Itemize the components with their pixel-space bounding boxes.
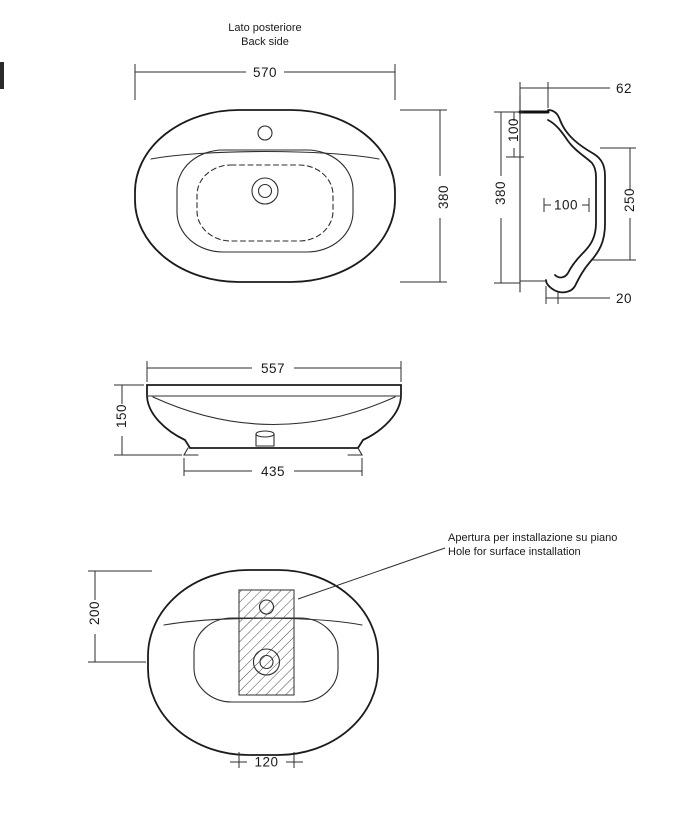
bowl-underside-curve (152, 396, 396, 425)
hole-annotation-it: Apertura per installazione su piano (448, 532, 617, 544)
dim-100-inner-label: 100 (554, 198, 578, 213)
dim-100-inner: 100 (543, 198, 590, 213)
dim-250-label: 250 (622, 188, 637, 212)
front-view: 557 150 435 (114, 361, 402, 479)
dim-570: 570 (134, 64, 396, 100)
bottom-view: 200 120 Apertura per installazione su pi… (87, 532, 617, 770)
back-side-label-it: Lato posteriore (228, 22, 301, 34)
dim-20-label: 20 (616, 291, 632, 306)
drain-fitting-top (255, 430, 275, 438)
drain-outer (251, 177, 279, 205)
top-view: 570 380 (134, 64, 451, 283)
deck-edge-line (150, 150, 380, 160)
back-side-label-en: Back side (241, 36, 289, 48)
faucet-hole (257, 125, 273, 141)
dim-100-upper: 100 (506, 112, 524, 158)
dim-120: 120 (230, 752, 303, 770)
installation-hole-hatch (238, 589, 295, 696)
drain-inner (257, 183, 273, 199)
bottom-outline (147, 569, 379, 756)
dim-62: 62 (519, 81, 632, 108)
dim-380-side-view: 380 (493, 111, 524, 284)
scan-artifact (0, 62, 4, 89)
dim-570-label: 570 (253, 65, 277, 80)
dim-20: 20 (545, 286, 632, 306)
dim-120-label: 120 (254, 755, 278, 770)
dim-150: 150 (114, 384, 182, 456)
dim-62-label: 62 (616, 81, 632, 96)
dim-435-label: 435 (261, 464, 285, 479)
dim-557-label: 557 (261, 361, 285, 376)
dim-200: 200 (87, 570, 152, 663)
dim-150-label: 150 (114, 404, 129, 428)
header-labels: Lato posteriore Back side (228, 22, 301, 48)
dim-100-upper-label: 100 (506, 118, 521, 142)
drain-fitting (255, 433, 275, 447)
dim-250: 250 (592, 147, 637, 261)
base-feet (183, 447, 363, 456)
dim-380-side-label: 380 (493, 181, 508, 205)
section-outer-profile (545, 109, 606, 294)
basin-outline (134, 109, 396, 283)
dim-380-top-view: 380 (400, 109, 451, 283)
basin-rim (176, 149, 354, 253)
drain-inner-bottom (259, 654, 274, 670)
dim-200-label: 200 (87, 601, 102, 625)
section-inner-profile (547, 119, 597, 279)
faucet-hole-bottom (258, 599, 275, 615)
dim-380-label: 380 (436, 185, 451, 209)
drain-outer-bottom (252, 648, 281, 676)
annotation-leader-line (297, 547, 446, 600)
hole-annotation-en: Hole for surface installation (448, 546, 581, 558)
dim-557: 557 (146, 361, 402, 382)
dim-435: 435 (183, 458, 363, 479)
side-view: 62 100 380 100 (493, 81, 637, 306)
basin-bottom-dashed (196, 164, 334, 242)
